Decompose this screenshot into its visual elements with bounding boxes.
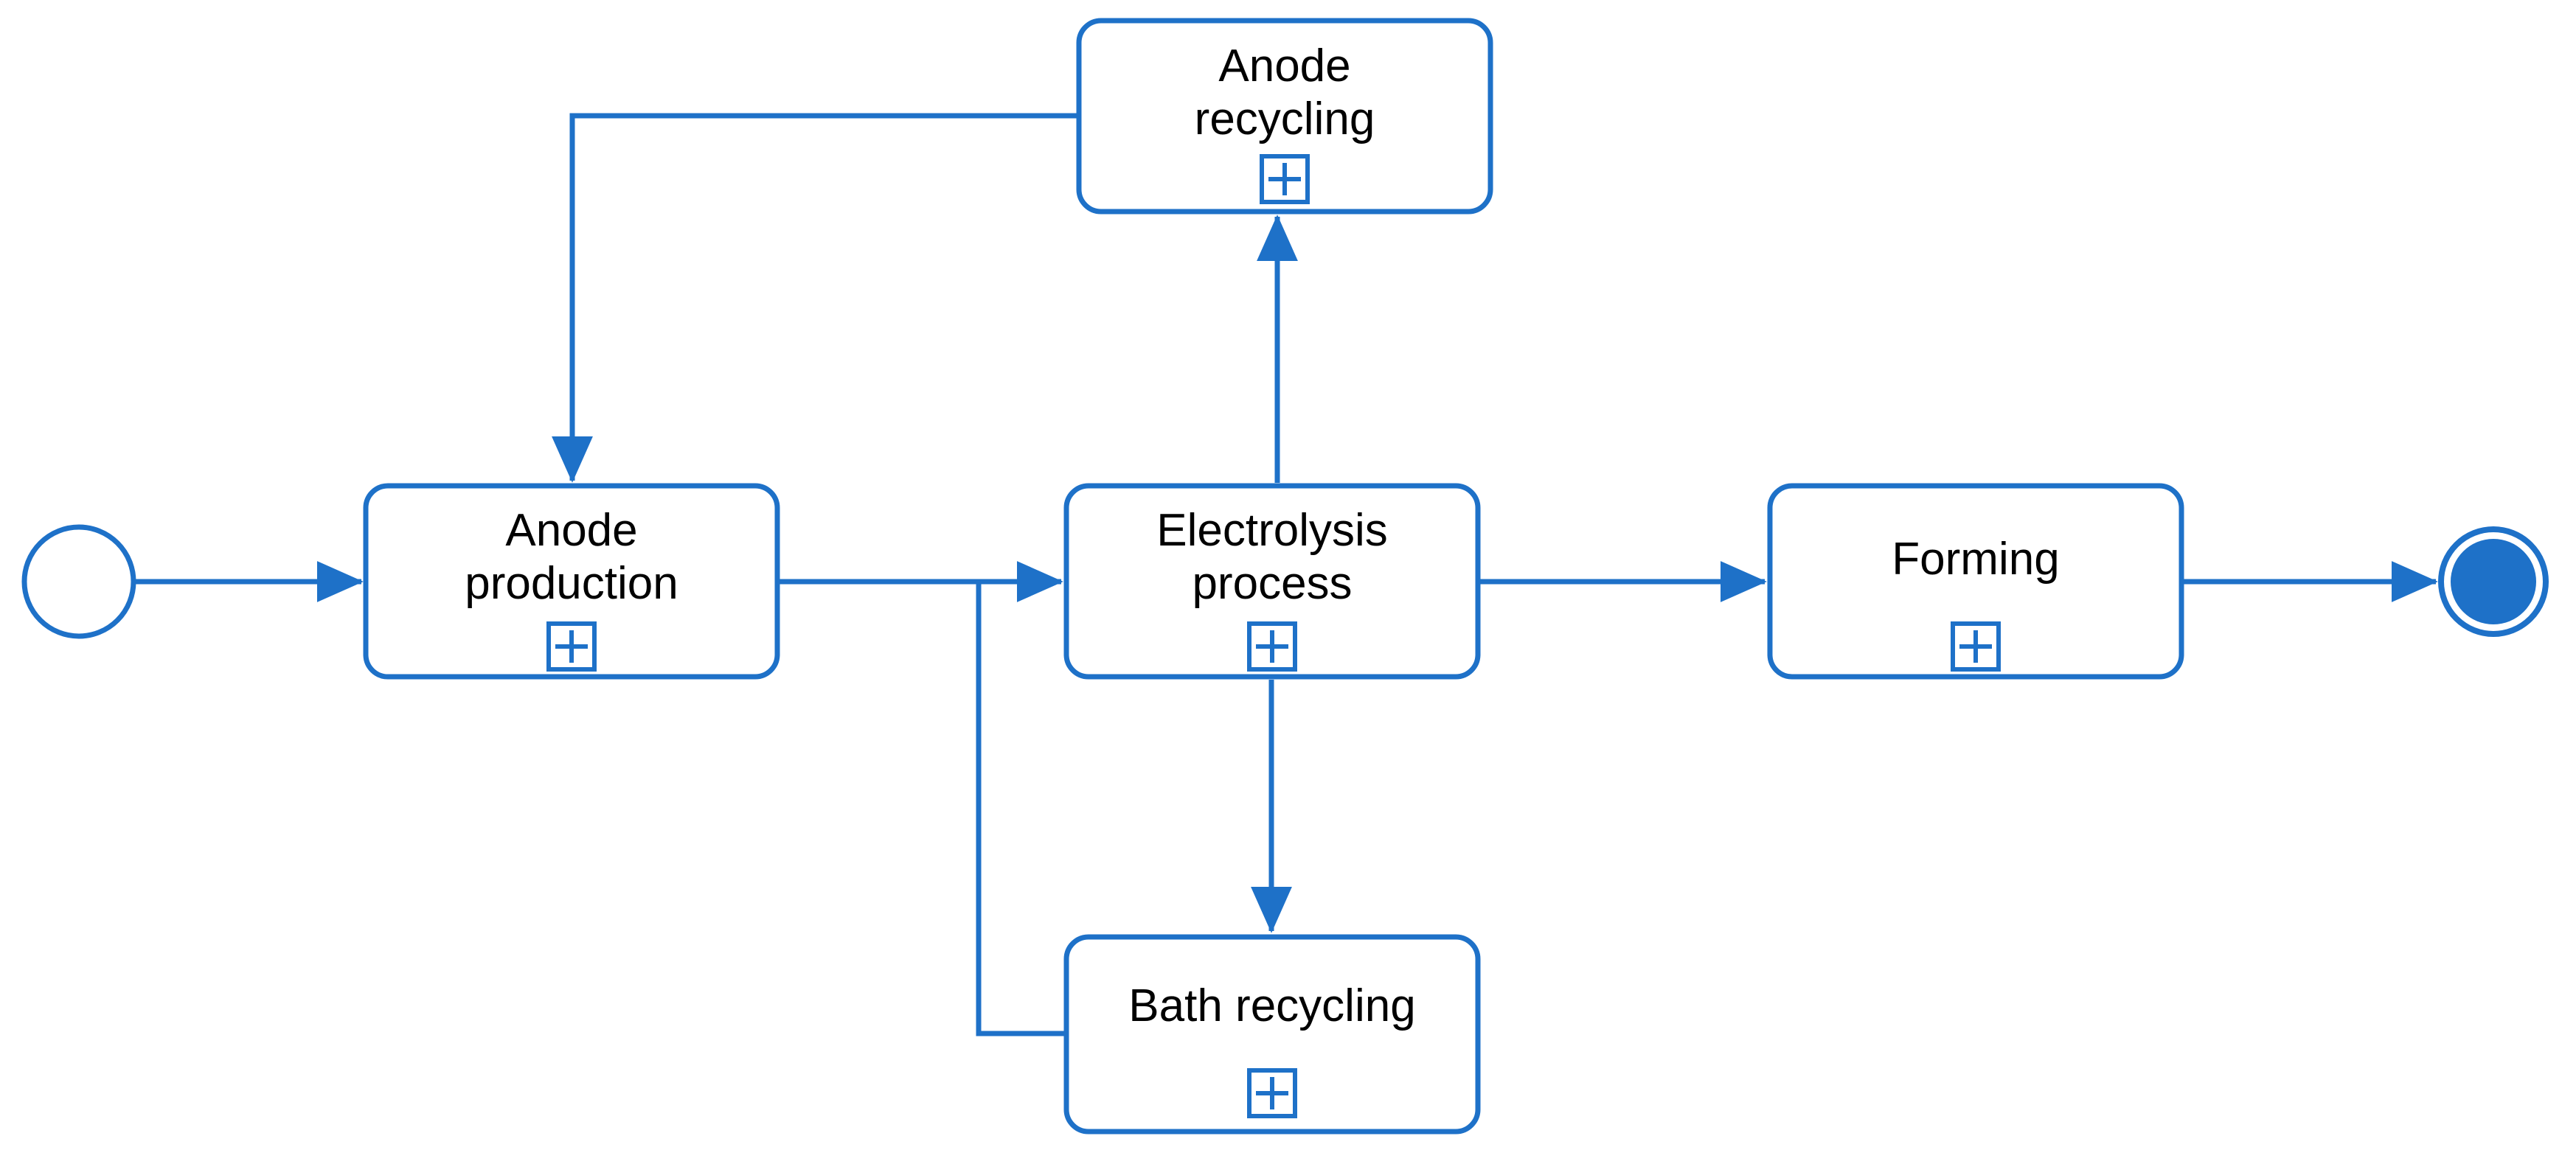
subprocess-plus-icon[interactable] [1951,621,2001,672]
task-label: Forming [1892,534,2059,585]
plus-icon-glyph [1256,1077,1288,1109]
task-label: process [1192,558,1352,609]
task-label: production [465,558,678,609]
task-label: Anode [1218,41,1350,91]
task-anode-recycling[interactable]: Anode recycling [1076,18,1493,215]
task-shape[interactable] [1063,934,1481,1135]
end-event-ring [2438,526,2549,637]
end-event[interactable] [2438,526,2549,637]
task-label: Electrolysis [1156,505,1388,556]
subprocess-plus-icon[interactable] [1260,154,1310,204]
flow-anode-recycling-to-anode-production [552,113,1079,483]
start-event[interactable] [21,524,136,639]
subprocess-plus-icon[interactable] [546,621,597,672]
task-label: Bath recycling [1128,980,1415,1031]
subprocess-plus-icon[interactable] [1247,621,1297,672]
task-electrolysis-process[interactable]: Electrolysis process [1063,483,1481,680]
plus-icon-glyph [1268,163,1301,195]
plus-icon-glyph [1959,630,1992,663]
end-event-core [2451,539,2536,624]
flow-bath-recycling-to-electrolysis [976,582,1066,1036]
task-bath-recycling[interactable]: Bath recycling [1063,934,1481,1135]
task-shape[interactable] [1076,18,1493,215]
task-shape[interactable] [1767,483,2184,680]
task-shape[interactable] [1063,483,1481,680]
task-forming[interactable]: Forming [1767,483,2184,680]
task-label: Anode [505,505,637,556]
task-shape[interactable] [363,483,780,680]
plus-icon-glyph [1256,630,1288,663]
task-anode-production[interactable]: Anode production [363,483,780,680]
task-label: recycling [1195,94,1375,144]
subprocess-plus-icon[interactable] [1247,1068,1297,1118]
plus-icon-glyph [555,630,588,663]
